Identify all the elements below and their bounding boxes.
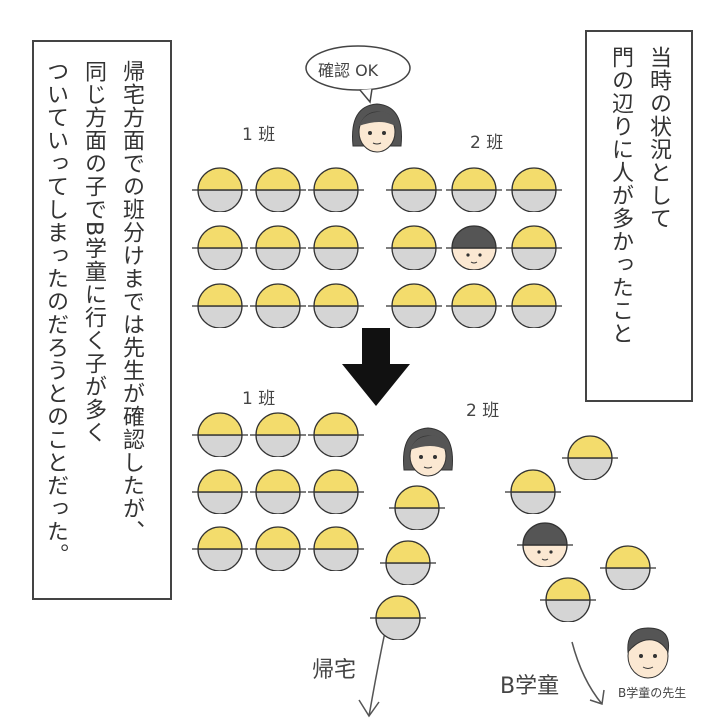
child-from-behind [505,469,561,514]
child-with-face [446,225,502,270]
down-arrow-icon [342,328,410,406]
speech-bubble-text: 確認 OK [318,61,379,80]
child-from-behind [192,283,248,328]
child-from-behind [386,283,442,328]
speech-bubble [305,45,411,104]
child-from-behind [600,545,656,590]
child-from-behind [308,283,364,328]
child-from-behind [192,167,248,212]
narration-line: 帰宅方面での班分けまでは先生が確認したが、 [119,60,144,543]
narration-line: ついていってしまったのだろうとのことだった。 [43,60,68,566]
narration-box-left: 帰宅方面での班分けまでは先生が確認したが、 同じ方面の子でB学童に行く子が多く … [32,40,172,600]
child-from-behind [192,526,248,571]
child-from-behind [308,469,364,514]
child-from-behind [308,225,364,270]
child-from-behind [446,283,502,328]
b-gakudo-teacher-face [627,627,670,679]
child-from-behind [308,412,364,457]
group-1-label-top: 1 班 [242,125,276,145]
group-1-label-bottom: 1 班 [242,389,276,409]
child-from-behind [506,225,562,270]
child-from-behind [250,167,306,212]
child-from-behind [192,225,248,270]
child-from-behind [308,167,364,212]
narration-line: 門の辺りに人が多かったこと [608,46,633,345]
child-from-behind [389,485,445,530]
home-path-arrow-icon [358,631,386,718]
child-from-behind [250,412,306,457]
child-from-behind [446,167,502,212]
b-gakudo-path-arrow-icon [571,641,605,705]
child-with-face [517,522,573,567]
child-from-behind [250,526,306,571]
narration-line: 同じ方面の子でB学童に行く子が多く [81,60,106,445]
narration-right-text: 当時の状況として 門の辺りに人が多かったこと [601,46,677,345]
child-from-behind [250,225,306,270]
narration-line: 当時の状況として [646,46,671,230]
child-from-behind [562,435,618,480]
child-from-behind [250,469,306,514]
child-from-behind [506,283,562,328]
b-teacher-label: B学童の先生 [618,686,687,700]
child-from-behind [192,469,248,514]
narration-left-text: 帰宅方面での班分けまでは先生が確認したが、 同じ方面の子でB学童に行く子が多く … [36,60,150,566]
child-from-behind [386,225,442,270]
child-from-behind [386,167,442,212]
b-gakudo-direction-label: B学童 [500,674,560,699]
teacher-face-top [352,103,402,153]
home-direction-label: 帰宅 [312,658,357,683]
narration-box-right: 当時の状況として 門の辺りに人が多かったこと [585,30,693,402]
group-2-label-top: 2 班 [470,133,504,153]
child-from-behind [192,412,248,457]
teacher-face-bottom [403,427,453,477]
child-from-behind [308,526,364,571]
child-from-behind [540,577,596,622]
group-2-label-bottom: 2 班 [466,401,500,421]
child-from-behind [370,595,426,640]
child-from-behind [250,283,306,328]
child-from-behind [506,167,562,212]
child-from-behind [380,540,436,585]
